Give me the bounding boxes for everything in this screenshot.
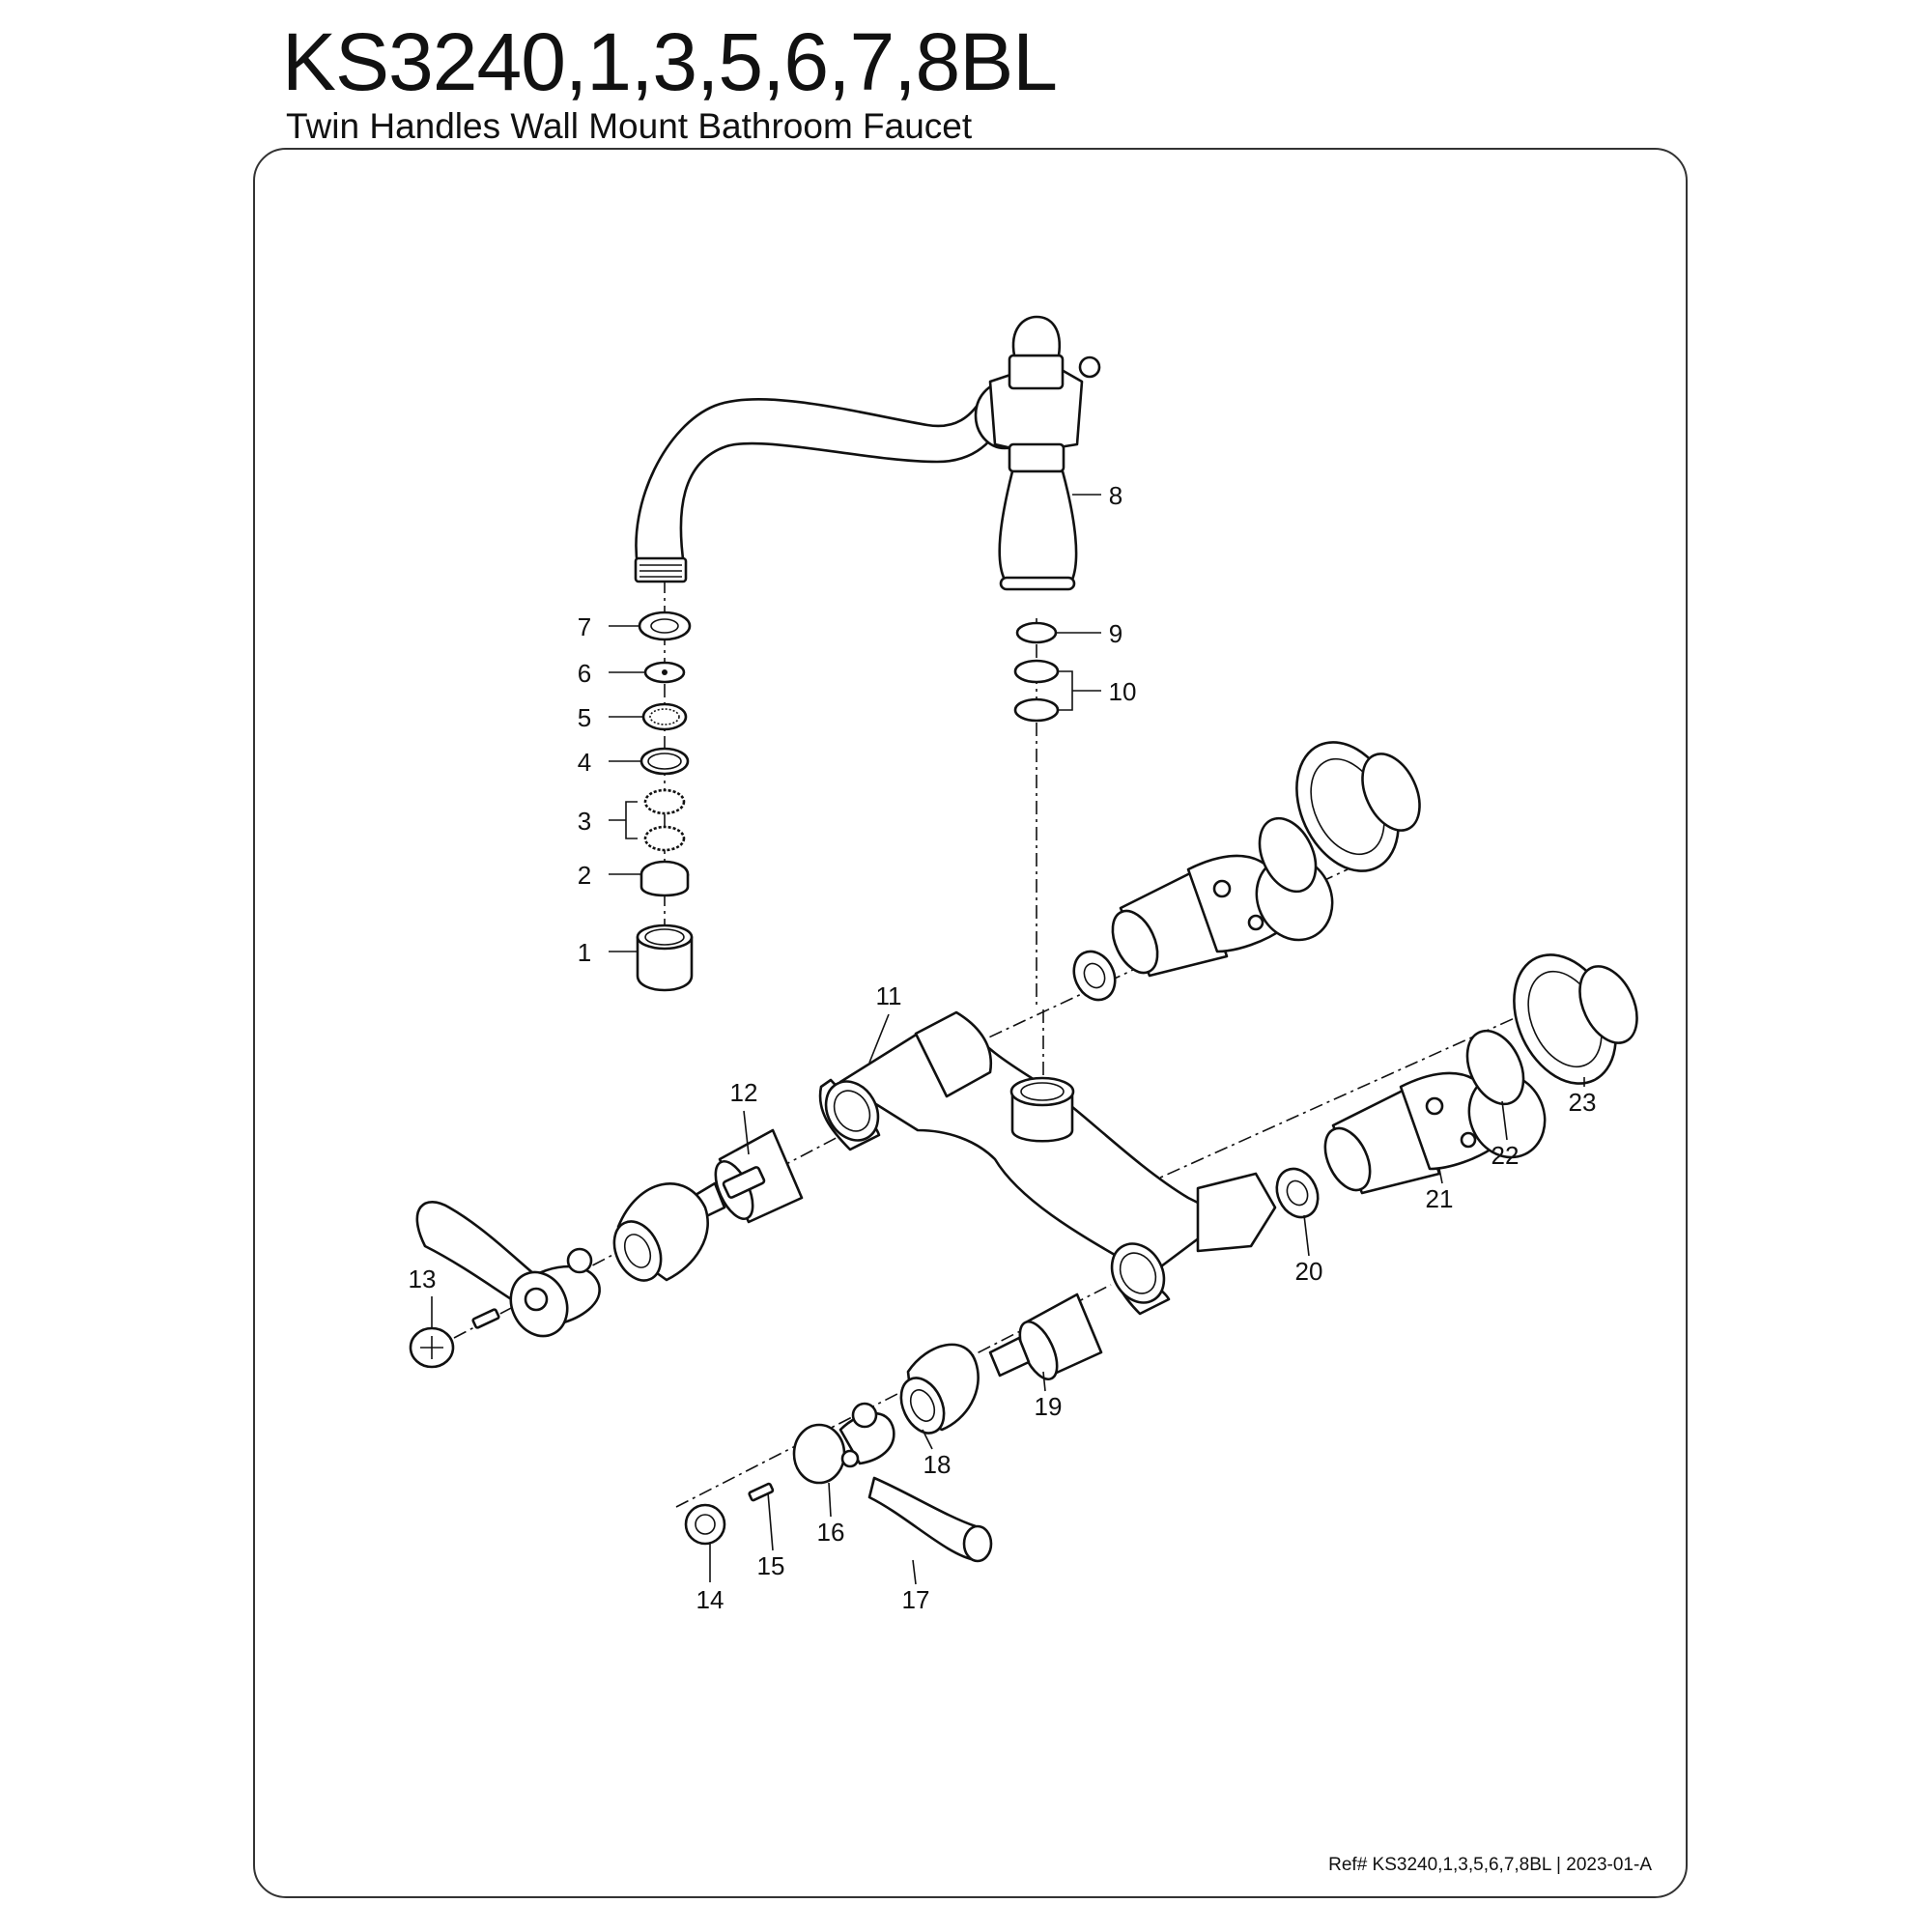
callout-18: 18 <box>923 1450 952 1479</box>
flanges <box>1258 741 1638 1106</box>
callout-17: 17 <box>902 1585 930 1614</box>
callout-10: 10 <box>1109 677 1137 706</box>
callout-5: 5 <box>578 703 591 732</box>
reference-footer: Ref# KS3240,1,3,5,6,7,8BL | 2023-01-A <box>1328 1855 1652 1875</box>
callout-19: 19 <box>1035 1392 1063 1421</box>
right-handle-assembly <box>684 1293 1103 1563</box>
callout-16: 16 <box>817 1518 845 1547</box>
callout-3: 3 <box>578 807 591 836</box>
o-rings <box>1013 621 1060 723</box>
callout-1: 1 <box>578 938 591 967</box>
callout-20: 20 <box>1295 1257 1323 1286</box>
callout-9: 9 <box>1109 619 1122 648</box>
callout-4: 4 <box>578 748 591 777</box>
leader-lines <box>431 494 1585 1585</box>
diagram-frame <box>253 148 1688 1898</box>
aerator-stack <box>636 611 694 992</box>
product-description: Twin Handles Wall Mount Bathroom Faucet <box>286 106 973 146</box>
callout-14: 14 <box>696 1585 724 1614</box>
main-body <box>818 1010 1277 1316</box>
callout-12: 12 <box>730 1078 758 1107</box>
callout-11: 11 <box>876 981 902 1010</box>
spout-assembly <box>634 315 1101 591</box>
wall-connectors <box>1072 854 1547 1219</box>
callout-13: 13 <box>409 1264 437 1293</box>
callout-15: 15 <box>757 1551 785 1580</box>
model-number-title: KS3240,1,3,5,6,7,8BL <box>282 16 1058 107</box>
callout-6: 6 <box>578 659 591 688</box>
callout-8: 8 <box>1109 481 1122 510</box>
callout-21: 21 <box>1426 1184 1454 1213</box>
callout-22: 22 <box>1492 1141 1520 1170</box>
callout-7: 7 <box>578 612 591 641</box>
left-handle-assembly <box>409 1128 804 1369</box>
callout-2: 2 <box>578 861 591 890</box>
callout-23: 23 <box>1569 1088 1597 1117</box>
callout-labels: 1 2 3 4 5 6 7 8 9 10 11 12 13 14 15 16 1… <box>409 481 1597 1614</box>
